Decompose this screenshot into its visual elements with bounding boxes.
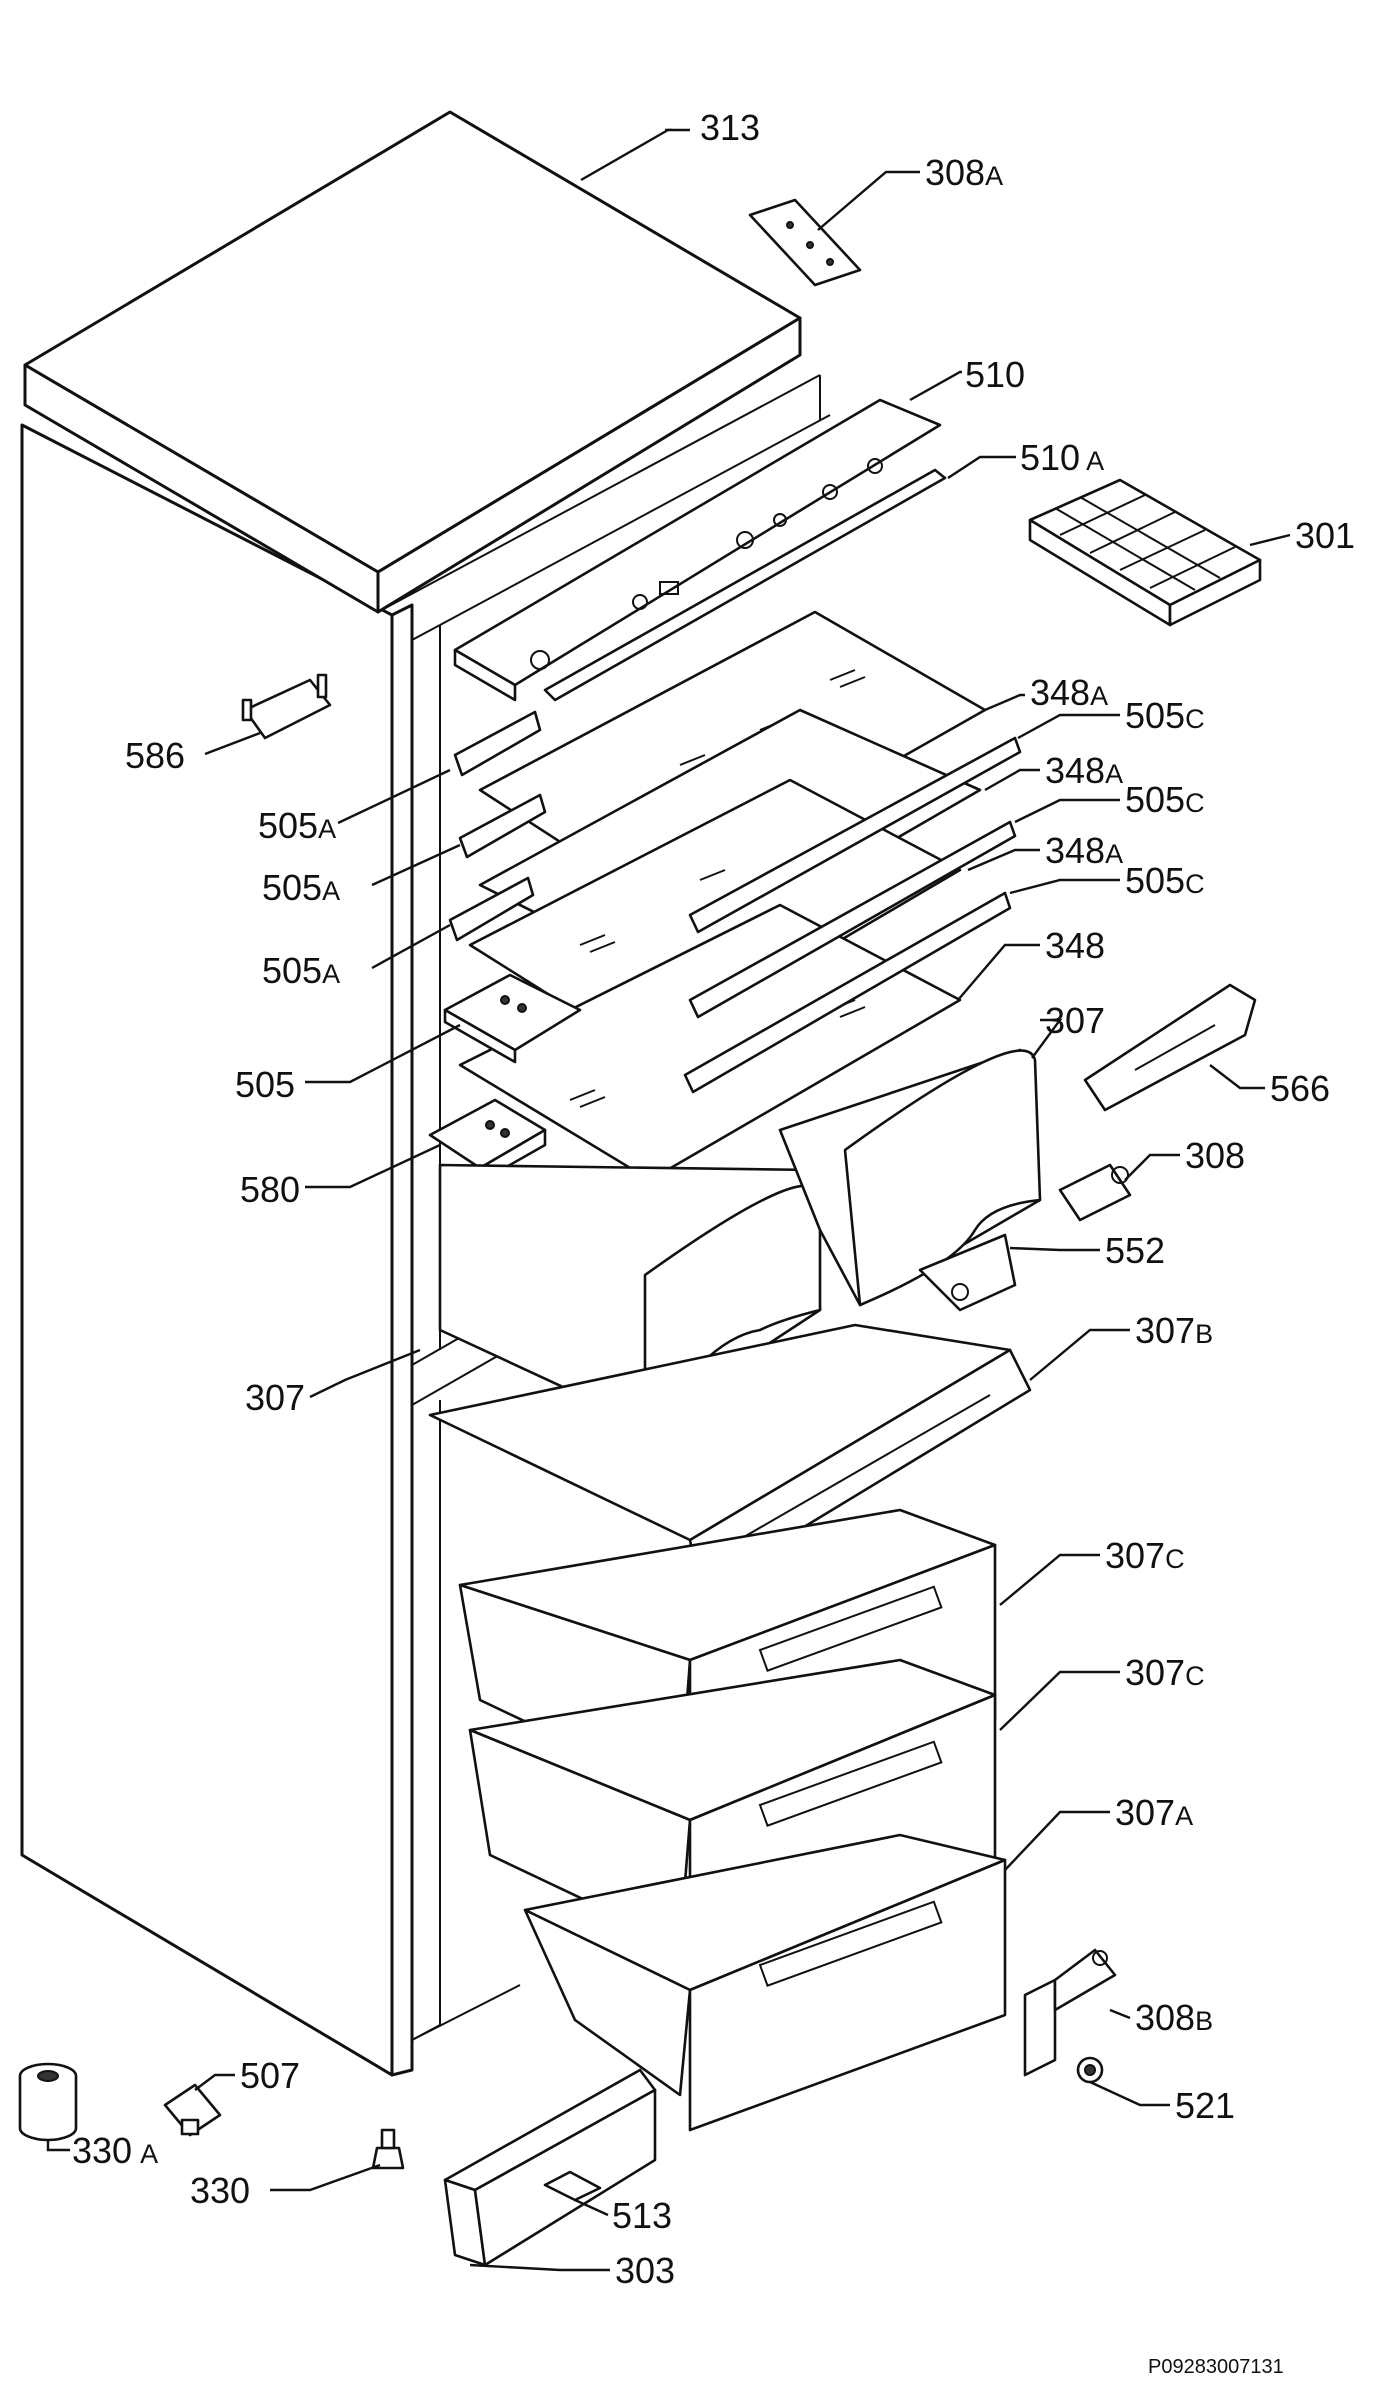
label-307-right: 307 <box>1045 1000 1105 1041</box>
label-348: 348 <box>1045 925 1105 966</box>
label-308b: 308B <box>1135 1997 1213 2038</box>
shelf-rail-505c-1 <box>688 736 1022 934</box>
label-580: 580 <box>240 1169 300 1210</box>
label-586: 586 <box>125 735 185 776</box>
label-505c-1: 505C <box>1125 695 1205 736</box>
crisper-drawer-307-right <box>778 1048 1042 1307</box>
label-505a-3: 505A <box>262 950 340 991</box>
part-507 <box>163 2083 222 2137</box>
hinge-308b <box>1023 1948 1117 2077</box>
label-566: 566 <box>1270 1068 1330 1109</box>
label-552: 552 <box>1105 1230 1165 1271</box>
label-307b: 307B <box>1135 1310 1213 1351</box>
panel-trim-510a <box>543 468 947 702</box>
label-348a-3: 348A <box>1045 830 1123 871</box>
label-505c-3: 505C <box>1125 860 1205 901</box>
glass-shelf-348 <box>458 903 962 1182</box>
label-507: 507 <box>240 2055 300 2096</box>
label-313: 313 <box>700 107 760 148</box>
ice-tray-301 <box>1028 478 1262 627</box>
label-348a-2: 348A <box>1045 750 1123 791</box>
label-513: 513 <box>612 2195 672 2236</box>
label-301: 301 <box>1295 515 1355 556</box>
shelf-rail-505c-3 <box>683 891 1012 1094</box>
label-505c-2: 505C <box>1125 779 1205 820</box>
freezer-drawer-307a-bottom <box>523 1833 1007 2132</box>
foot-330 <box>371 2128 405 2170</box>
label-308a: 308A <box>925 152 1003 193</box>
label-510: 510 <box>965 354 1025 395</box>
label-303: 303 <box>615 2250 675 2291</box>
label-505: 505 <box>235 1064 295 1105</box>
shelf-rail-505a-1 <box>453 710 542 777</box>
label-348a-1: 348A <box>1030 672 1108 713</box>
shelf-rail-505a-3 <box>448 876 535 942</box>
control-panel-510 <box>453 398 942 702</box>
hinge-308 <box>1058 1163 1132 1222</box>
part-521 <box>1076 2056 1104 2084</box>
label-307-left: 307 <box>245 1377 305 1418</box>
cover-plate-505 <box>443 973 582 1064</box>
hinge-part-308a <box>748 198 862 287</box>
part-552 <box>918 1233 1017 1312</box>
label-308: 308 <box>1185 1135 1245 1176</box>
label-307c-2: 307C <box>1125 1652 1205 1693</box>
label-307c-1: 307C <box>1105 1535 1185 1576</box>
label-330: 330 <box>190 2170 250 2211</box>
bracket-586 <box>241 673 332 740</box>
clip-513 <box>543 2170 602 2202</box>
label-521: 521 <box>1175 2085 1235 2126</box>
drawing-code: P09283007131 <box>1148 2356 1284 2378</box>
label-505a-1: 505A <box>258 805 336 846</box>
foot-330a <box>18 2062 78 2142</box>
label-505a-2: 505A <box>262 867 340 908</box>
shelf-rail-505a-2 <box>458 793 547 859</box>
leader-lines <box>46 128 1291 2272</box>
label-307a: 307A <box>1115 1792 1193 1833</box>
handle-566 <box>1083 983 1257 1112</box>
top-cover-313 <box>23 110 821 614</box>
shelf-rail-505c-2 <box>688 820 1017 1019</box>
